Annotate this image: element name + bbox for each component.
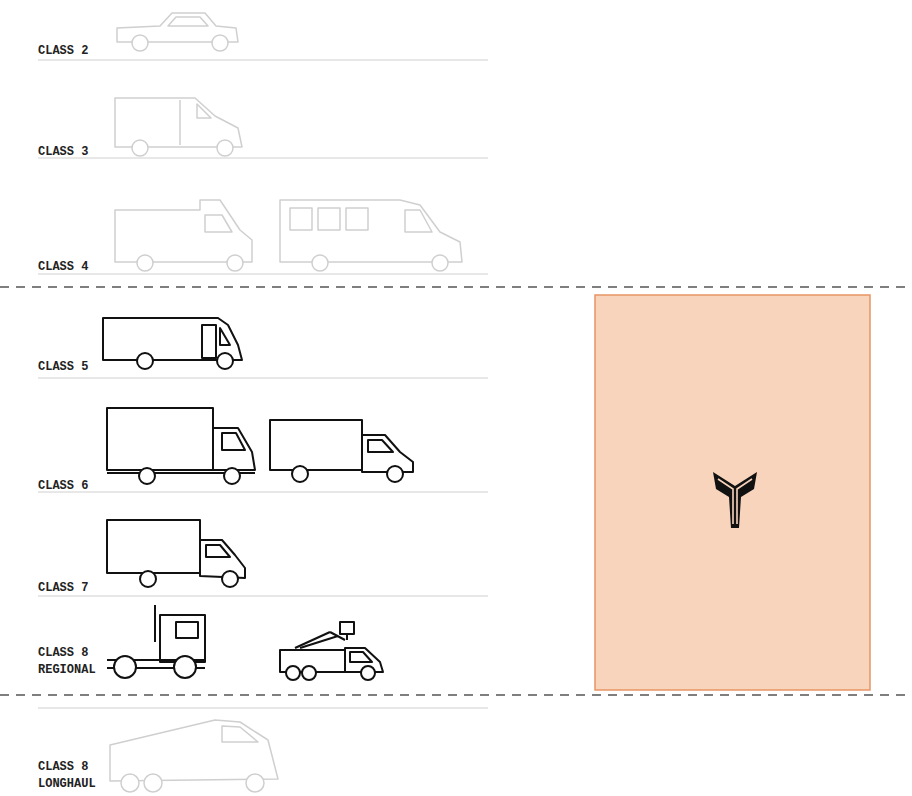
class-label: CLASS 8 LONGHAUL (38, 759, 102, 793)
class-label: CLASS 7 (38, 580, 100, 597)
class-label: CLASS 5 (38, 359, 100, 376)
class-label: CLASS 2 (38, 43, 148, 60)
class-label: CLASS 6 (38, 478, 100, 495)
class-label: CLASS 8 REGIONAL (38, 645, 102, 679)
class-label: CLASS 3 (38, 144, 148, 161)
class-label: CLASS 4 (38, 259, 148, 276)
